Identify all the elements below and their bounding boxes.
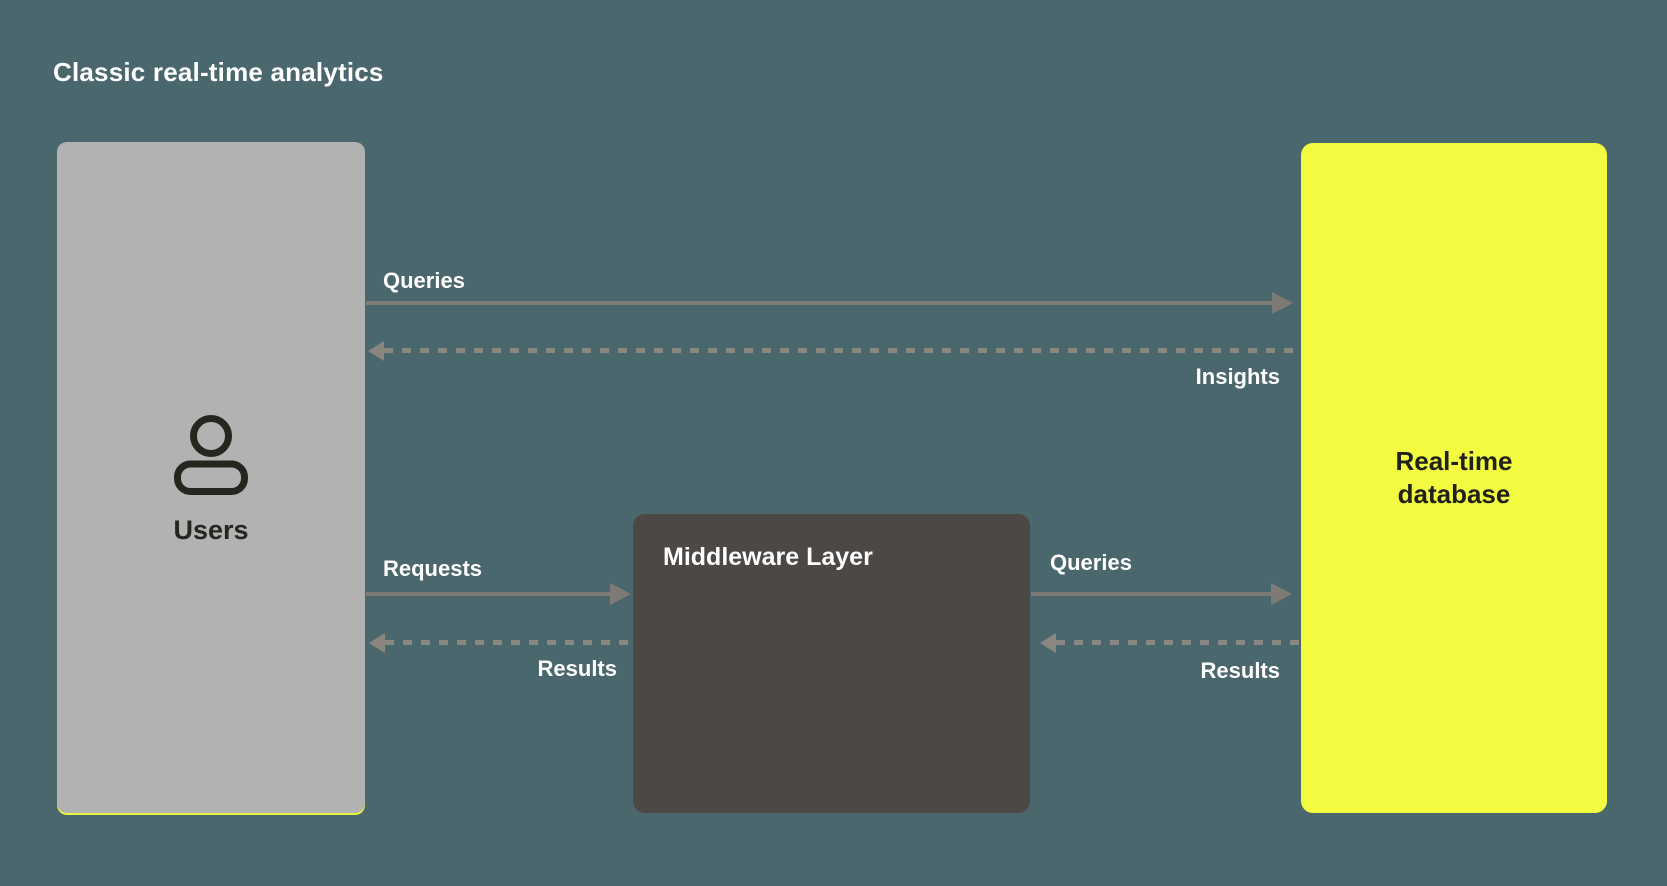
person-icon xyxy=(168,410,254,501)
arrow-right-icon xyxy=(1271,583,1292,605)
node-database-label: Real-time database xyxy=(1395,446,1513,509)
arrow-left-icon xyxy=(369,633,385,653)
edge-queries-mid-line xyxy=(1031,592,1271,596)
users-content: Users xyxy=(57,410,365,546)
edge-results-right-label: Results xyxy=(1200,658,1280,683)
diagram-title: Classic real-time analytics xyxy=(53,57,384,87)
edge-queries-mid-label: Queries xyxy=(1050,550,1132,575)
arrow-left-icon xyxy=(1040,633,1056,653)
node-middleware: Middleware Layer xyxy=(633,514,1030,813)
arrow-right-icon xyxy=(610,583,631,605)
node-users-label: Users xyxy=(173,515,249,545)
edge-results-left-line xyxy=(385,640,633,645)
edge-results-right-line xyxy=(1056,640,1301,645)
edge-insights-label: Insights xyxy=(1195,364,1280,389)
edge-requests-label: Requests xyxy=(383,556,483,581)
arrow-left-icon xyxy=(368,341,384,361)
arrow-right-icon xyxy=(1272,292,1293,314)
node-database: Real-time database xyxy=(1301,143,1607,813)
edge-insights-line xyxy=(384,348,1301,353)
edge-queries-top-label: Queries xyxy=(383,268,465,293)
node-users: Users xyxy=(57,142,365,813)
edge-requests-line xyxy=(366,592,610,596)
edge-queries-top-line xyxy=(366,301,1272,305)
edge-results-left-label: Results xyxy=(537,656,617,681)
node-middleware-label: Middleware Layer xyxy=(663,543,873,571)
